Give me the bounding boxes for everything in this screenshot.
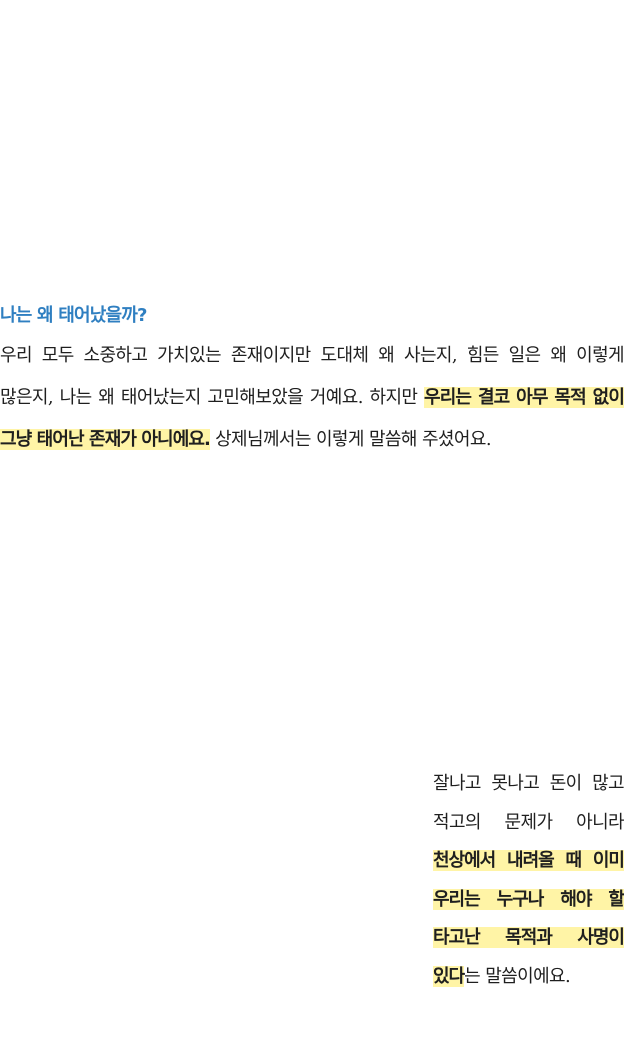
quote-section: 잘나고 못나고 돈이 많고 적고의 문제가 아니라 천상에서 내려올 때 이미 … bbox=[433, 765, 624, 997]
body-text: 우리 모두 소중하고 가치있는 존재이지만 도대체 왜 사는지, 힘든 일은 왜… bbox=[0, 345, 624, 408]
quote-paragraph: 잘나고 못나고 돈이 많고 적고의 문제가 아니라 천상에서 내려올 때 이미 … bbox=[433, 765, 624, 997]
article-section: 나는 왜 태어났을까? 우리 모두 소중하고 가치있는 존재이지만 도대체 왜 … bbox=[0, 303, 624, 461]
body-paragraph: 우리 모두 소중하고 가치있는 존재이지만 도대체 왜 사는지, 힘든 일은 왜… bbox=[0, 335, 624, 461]
body-text-continued: 상제님께서는 이렇게 말씀해 주셨어요. bbox=[209, 429, 491, 450]
quote-text-end: 는 말씀이에요. bbox=[464, 965, 571, 987]
quote-text: 잘나고 못나고 돈이 많고 적고의 문제가 아니라 bbox=[433, 773, 624, 833]
section-heading: 나는 왜 태어났을까? bbox=[0, 305, 147, 326]
